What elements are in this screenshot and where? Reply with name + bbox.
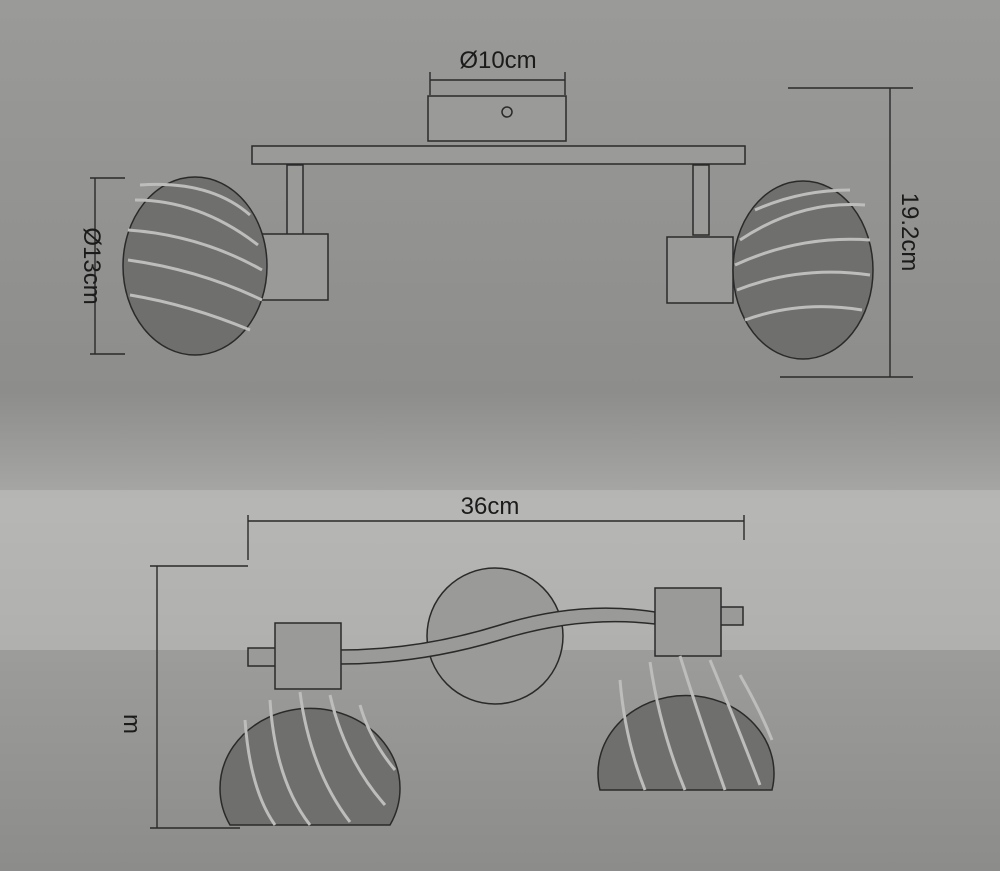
left-socket (261, 233, 329, 301)
right-shade-front-ribs (618, 655, 774, 791)
left-socket-front (274, 622, 342, 690)
right-shade-front (597, 694, 775, 791)
left-arm (286, 164, 304, 236)
right-socket-front (654, 587, 722, 657)
right-socket (666, 236, 734, 304)
front-view: 36cm m (118, 493, 775, 829)
canopy (427, 95, 567, 142)
left-shade (122, 176, 268, 356)
right-bar-end (718, 606, 744, 626)
height-label: 19.2cm (896, 193, 923, 272)
canopy-diameter-label: Ø10cm (459, 47, 536, 74)
left-bar-end (247, 647, 277, 667)
left-shade-front (219, 707, 401, 826)
left-shade-ribs (127, 182, 263, 332)
bar (251, 145, 746, 165)
screw-icon (501, 106, 513, 118)
width-label: 36cm (461, 493, 520, 520)
right-arm (692, 164, 710, 236)
shade-diameter-label: Ø13cm (78, 227, 105, 304)
front-height-label-partial: m (118, 714, 145, 734)
top-view: Ø10cm Ø13cm 19.2cm (78, 47, 923, 378)
left-shade-front-ribs (243, 691, 397, 826)
right-shade-ribs (734, 188, 871, 322)
right-shade (732, 180, 874, 360)
